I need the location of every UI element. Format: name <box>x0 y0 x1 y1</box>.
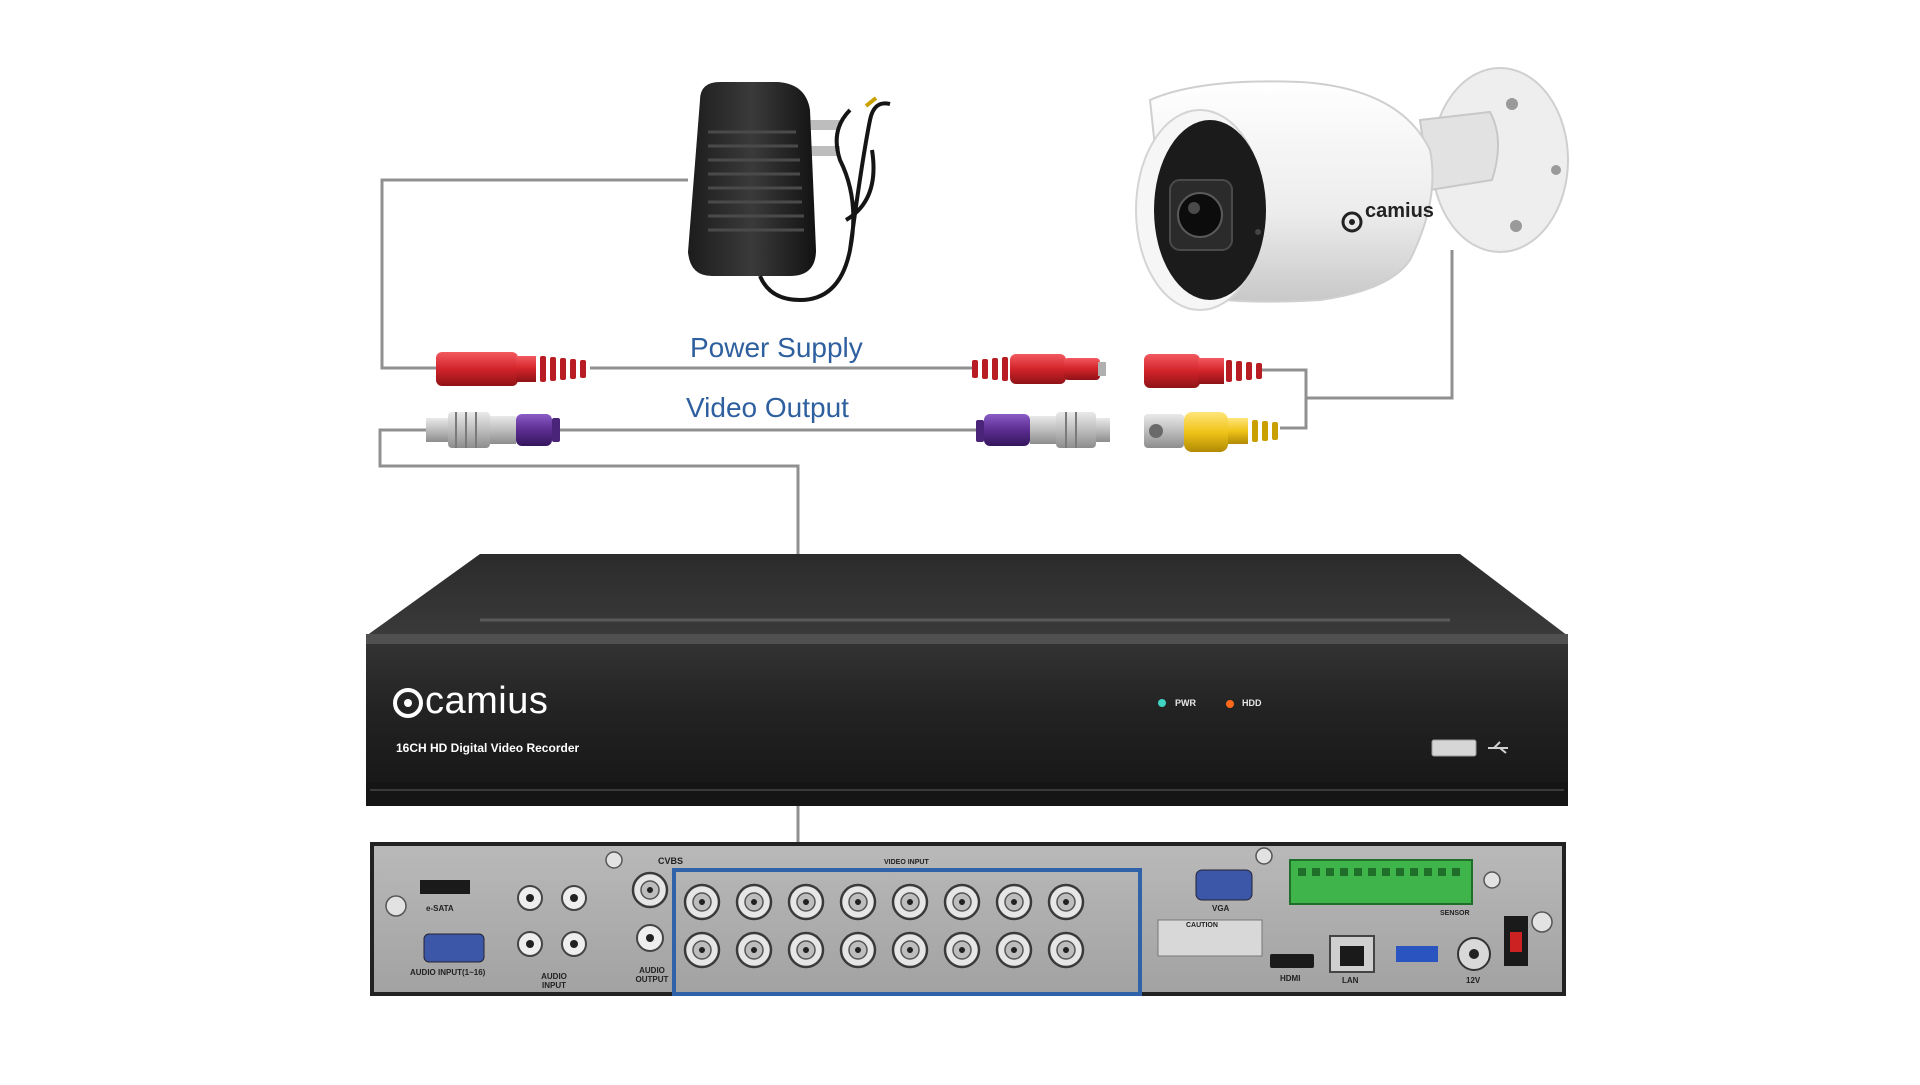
cvbs-bnc-port <box>631 871 669 909</box>
dc-in-label: 12V <box>1466 976 1481 985</box>
dvr-brand-logo: camius <box>425 680 549 722</box>
video-input-bnc-array <box>631 871 1085 969</box>
camera-cable-wire <box>1306 250 1454 400</box>
esata-label: e-SATA <box>426 904 454 913</box>
video-input-bnc-port <box>1047 883 1085 921</box>
caution-label <box>1157 919 1263 957</box>
video-input-bnc-port <box>787 931 825 969</box>
video-input-bnc-port <box>735 883 773 921</box>
bnc-male-plug-left <box>426 412 560 448</box>
video-input-label: VIDEO INPUT <box>884 859 929 866</box>
camera-bnc-female-jack <box>1144 412 1278 452</box>
cvbs-label: CVBS <box>658 856 684 866</box>
video-input-bnc-port <box>995 883 1033 921</box>
video-input-bnc-port <box>891 931 929 969</box>
usb-port <box>1396 946 1438 962</box>
power-led-label: PWR <box>1175 698 1196 708</box>
hdd-led-icon <box>1226 700 1234 708</box>
hdd-led-label: HDD <box>1242 698 1262 708</box>
dc-male-power-plug <box>972 354 1106 384</box>
power-adapter-icon <box>688 82 891 303</box>
video-input-bnc-port <box>787 883 825 921</box>
audio-input-label: AUDIO INPUT <box>541 972 567 990</box>
dc-female-power-plug <box>436 352 586 386</box>
video-input-bnc-port <box>995 931 1033 969</box>
audio-input-range-label: AUDIO INPUT(1~16) <box>410 968 486 977</box>
video-input-bnc-port <box>839 883 877 921</box>
sensor-label: SENSOR <box>1440 910 1470 917</box>
dvr-model-text: 16CH HD Digital Video Recorder <box>396 741 580 755</box>
bullet-camera-icon <box>1135 67 1569 311</box>
front-usb-port <box>1431 739 1477 757</box>
esata-port <box>420 880 470 894</box>
hdmi-port <box>1270 954 1314 968</box>
camera-dc-jack <box>1144 354 1262 388</box>
audio-output-label: AUDIO OUTPUT <box>635 966 669 984</box>
sensor-terminal-block <box>1289 859 1473 905</box>
audio-input-port <box>423 933 485 963</box>
dvr-front <box>366 554 1568 806</box>
lan-label: LAN <box>1342 976 1359 985</box>
video-input-bnc-port <box>943 931 981 969</box>
video-input-bnc-port <box>683 931 721 969</box>
video-input-bnc-port <box>839 931 877 969</box>
video-input-bnc-port <box>891 883 929 921</box>
video-input-bnc-port <box>1047 931 1085 969</box>
video-input-bnc-port <box>735 931 773 969</box>
video-input-bnc-port <box>943 883 981 921</box>
vga-port <box>1195 869 1253 901</box>
hdmi-label: HDMI <box>1280 974 1301 983</box>
camera-pigtail-wire <box>1262 368 1308 430</box>
adapter-cable-wire <box>380 178 688 370</box>
vga-label: VGA <box>1212 904 1230 913</box>
video-input-highlight <box>672 868 1142 996</box>
power-supply-label: Power Supply <box>690 332 863 363</box>
camera-brand-logo: camius <box>1365 200 1434 222</box>
video-output-label: Video Output <box>686 392 849 423</box>
video-input-bnc-port <box>683 883 721 921</box>
caution-text: CAUTION <box>1186 922 1218 929</box>
usb-icon <box>1488 741 1508 754</box>
power-led-icon <box>1158 699 1166 707</box>
bnc-male-plug-right <box>976 412 1110 448</box>
